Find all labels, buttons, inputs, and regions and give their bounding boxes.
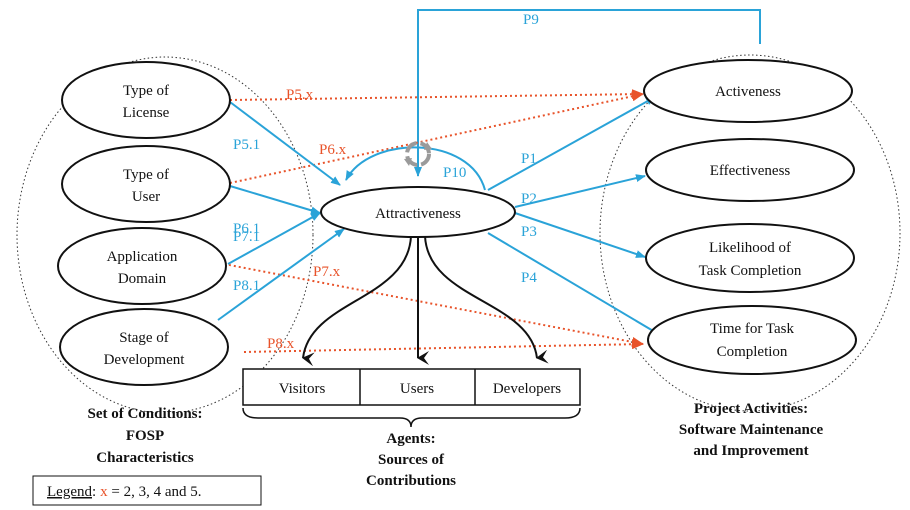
condition-line1: Stage of <box>119 330 169 346</box>
p3-label: P3 <box>521 224 537 240</box>
p7x-connector <box>223 263 644 347</box>
refresh-icon <box>404 141 432 167</box>
p71-label: P7.1 <box>233 229 260 245</box>
condition-line2: User <box>132 189 160 205</box>
p10-label: P10 <box>443 165 466 181</box>
p4-connector <box>487 232 661 336</box>
p51-label: P5.1 <box>233 137 260 153</box>
p6x-label: P6.x <box>319 142 347 158</box>
conditions-group-circle <box>16 56 314 414</box>
condition-node-license: Type of License <box>61 61 231 139</box>
condition-line1: Application <box>107 249 178 265</box>
condition-node-user: Type of User <box>61 145 231 223</box>
condition-line2: Domain <box>118 271 167 287</box>
conditions-caption-line2: FOSP <box>126 428 164 444</box>
legend-colon: : <box>92 484 96 500</box>
agents-table: Visitors Users Developers <box>242 368 581 406</box>
p61-label: P6.1 <box>233 221 260 237</box>
condition-line2: Development <box>104 352 186 368</box>
legend-x: x <box>100 484 108 500</box>
activity-node-likelihood: Likelihood of Task Completion <box>645 223 855 293</box>
agents-brace <box>242 407 581 428</box>
p8x-label: P8.x <box>267 336 295 352</box>
activities-caption-line3: and Improvement <box>693 443 808 459</box>
p9-connector <box>414 9 761 177</box>
condition-line2: License <box>123 105 170 121</box>
p81-label: P8.1 <box>233 278 260 294</box>
activity-line2: Task Completion <box>699 263 802 279</box>
legend-rest: = 2, 3, 4 and 5. <box>108 484 202 500</box>
legend-box: Legend:x = 2, 3, 4 and 5. <box>32 475 262 506</box>
p8x-connector <box>243 339 644 353</box>
activity-node-effectiveness: Effectiveness <box>645 138 855 202</box>
agent-cell-users: Users <box>400 381 434 397</box>
condition-node-stage: Stage of Development <box>59 308 229 386</box>
agents-caption-line3: Contributions <box>366 473 456 489</box>
p7x-label: P7.x <box>313 264 341 280</box>
p51-connector <box>229 101 341 186</box>
agent-connector-visitors <box>302 235 412 367</box>
p10-loop <box>345 146 486 191</box>
activities-group-circle <box>599 54 901 412</box>
agents-caption-line1: Agents: <box>386 431 435 447</box>
p4-label: P4 <box>521 270 537 286</box>
p61-connector <box>229 185 321 215</box>
agent-cell-visitors: Visitors <box>279 381 326 397</box>
activity-line1: Activeness <box>715 84 781 100</box>
p3-connector <box>514 212 646 258</box>
condition-node-domain: Application Domain <box>57 227 227 305</box>
legend-text: Legend:x = 2, 3, 4 and 5. <box>47 484 202 500</box>
conditions-caption-line3: Characteristics <box>96 450 194 466</box>
activity-line1: Time for Task <box>710 321 794 337</box>
agent-cell-developers: Developers <box>493 381 561 397</box>
p2-label: P2 <box>521 191 537 207</box>
p5x-connector <box>229 89 644 101</box>
p71-connector <box>227 212 321 265</box>
activities-caption-line2: Software Maintenance <box>679 422 824 438</box>
activity-line1: Likelihood of <box>709 240 791 256</box>
attractiveness-label: Attractiveness <box>375 206 461 222</box>
p81-connector <box>217 228 345 321</box>
condition-line1: Type of <box>123 83 169 99</box>
activity-node-time: Time for Task Completion <box>647 305 857 375</box>
activity-line1: Effectiveness <box>710 163 791 179</box>
p1-label: P1 <box>521 151 537 167</box>
legend-prefix: Legend <box>47 484 92 500</box>
activity-line2: Completion <box>717 344 788 360</box>
p1-connector <box>487 96 656 191</box>
p6x-connector <box>229 91 644 184</box>
conditions-caption-line1: Set of Conditions: <box>87 406 202 422</box>
agents-caption-line2: Sources of <box>378 452 445 468</box>
agent-connector-developers <box>424 235 549 364</box>
p9-label: P9 <box>523 12 539 28</box>
condition-line1: Type of <box>123 167 169 183</box>
attractiveness-node: Attractiveness <box>320 186 516 238</box>
p2-connector <box>514 174 646 208</box>
activities-caption-line1: Project Activities: <box>694 401 808 417</box>
activity-node-activeness: Activeness <box>643 59 853 123</box>
p5x-label: P5.x <box>286 87 314 103</box>
